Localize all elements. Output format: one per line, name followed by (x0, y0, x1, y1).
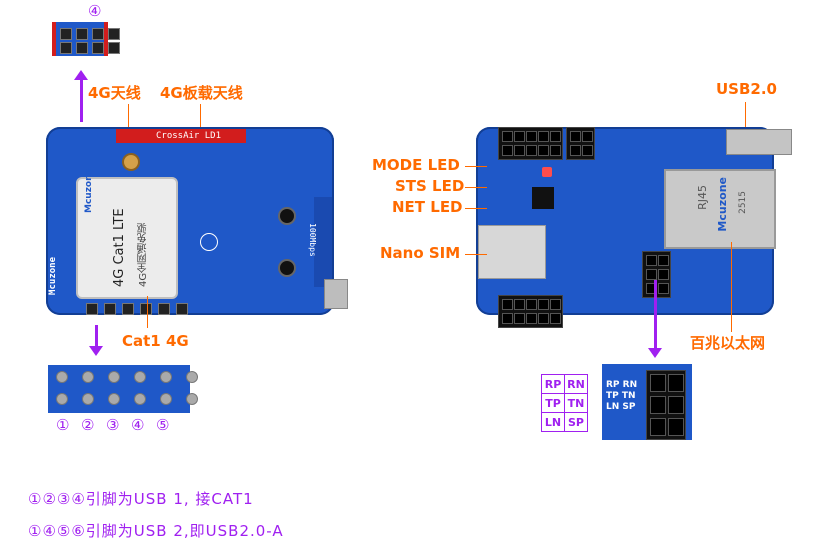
antenna-connector (122, 153, 140, 171)
arrow-down-right-head (648, 348, 662, 358)
label-net-led: NET LED (392, 198, 463, 216)
pin-number-4-top: ④ (88, 2, 102, 20)
pin-number-2: ② (81, 416, 95, 434)
arrow-down-head (89, 346, 103, 356)
arrow-up-head (74, 70, 88, 80)
arrow-up-line (80, 80, 83, 122)
sim-leader (465, 254, 487, 255)
right-board: RJ45 Mcuzone 2515 (476, 127, 792, 328)
onboard-antenna: CrossAir LD1 (116, 129, 246, 143)
label-onboard-antenna: 4G板载天线 (160, 84, 243, 102)
rj45-jack: RJ45 Mcuzone 2515 (664, 169, 776, 249)
usb-port-left (324, 279, 348, 309)
bottom-pin-detail (48, 365, 198, 413)
label-nano-sim: Nano SIM (380, 244, 461, 262)
label-ethernet: 百兆以太网 (690, 334, 766, 352)
top-header-2 (566, 127, 595, 160)
label-cat1: Cat1 4G (122, 332, 189, 350)
sts-led-leader (465, 187, 487, 188)
eth-connector-detail: RP RN TP TN LN SP (602, 364, 692, 440)
bottom-header (498, 295, 563, 328)
top-header (498, 127, 563, 160)
top-connector-detail (52, 22, 120, 56)
cat1-module: Mcuzone 4G Cat1 LTE 4G全网通免驱 (76, 168, 178, 299)
note-usb1: ①②③④引脚为USB 1, 接CAT1 (28, 490, 254, 508)
pin-number-5: ⑤ (156, 416, 170, 434)
mode-led-leader (465, 166, 487, 167)
sim-slot (478, 225, 546, 279)
cat1-leader (147, 296, 148, 328)
net-led-leader (465, 208, 487, 209)
label-4g-antenna: 4G天线 (88, 84, 141, 102)
pin-number-4: ④ (131, 416, 145, 434)
arrow-down-line (95, 325, 98, 349)
note-usb2: ①④⑤⑥引脚为USB 2,即USB2.0-A (28, 522, 284, 540)
label-usb2: USB2.0 (716, 80, 777, 98)
arrow-down-right-line (654, 280, 657, 350)
usb2-port (726, 129, 792, 155)
pin-number-3: ③ (106, 416, 120, 434)
pin-number-1: ① (56, 416, 70, 434)
ethernet-leader (731, 242, 732, 332)
label-mode-led: MODE LED (372, 156, 460, 174)
label-sts-led: STS LED (395, 177, 465, 195)
usb2-leader (745, 102, 746, 136)
onboard-antenna-leader (200, 104, 201, 130)
left-board: CrossAir LD1 Mcuzone 4G Cat1 LTE 4G全网通免驱… (46, 127, 348, 315)
